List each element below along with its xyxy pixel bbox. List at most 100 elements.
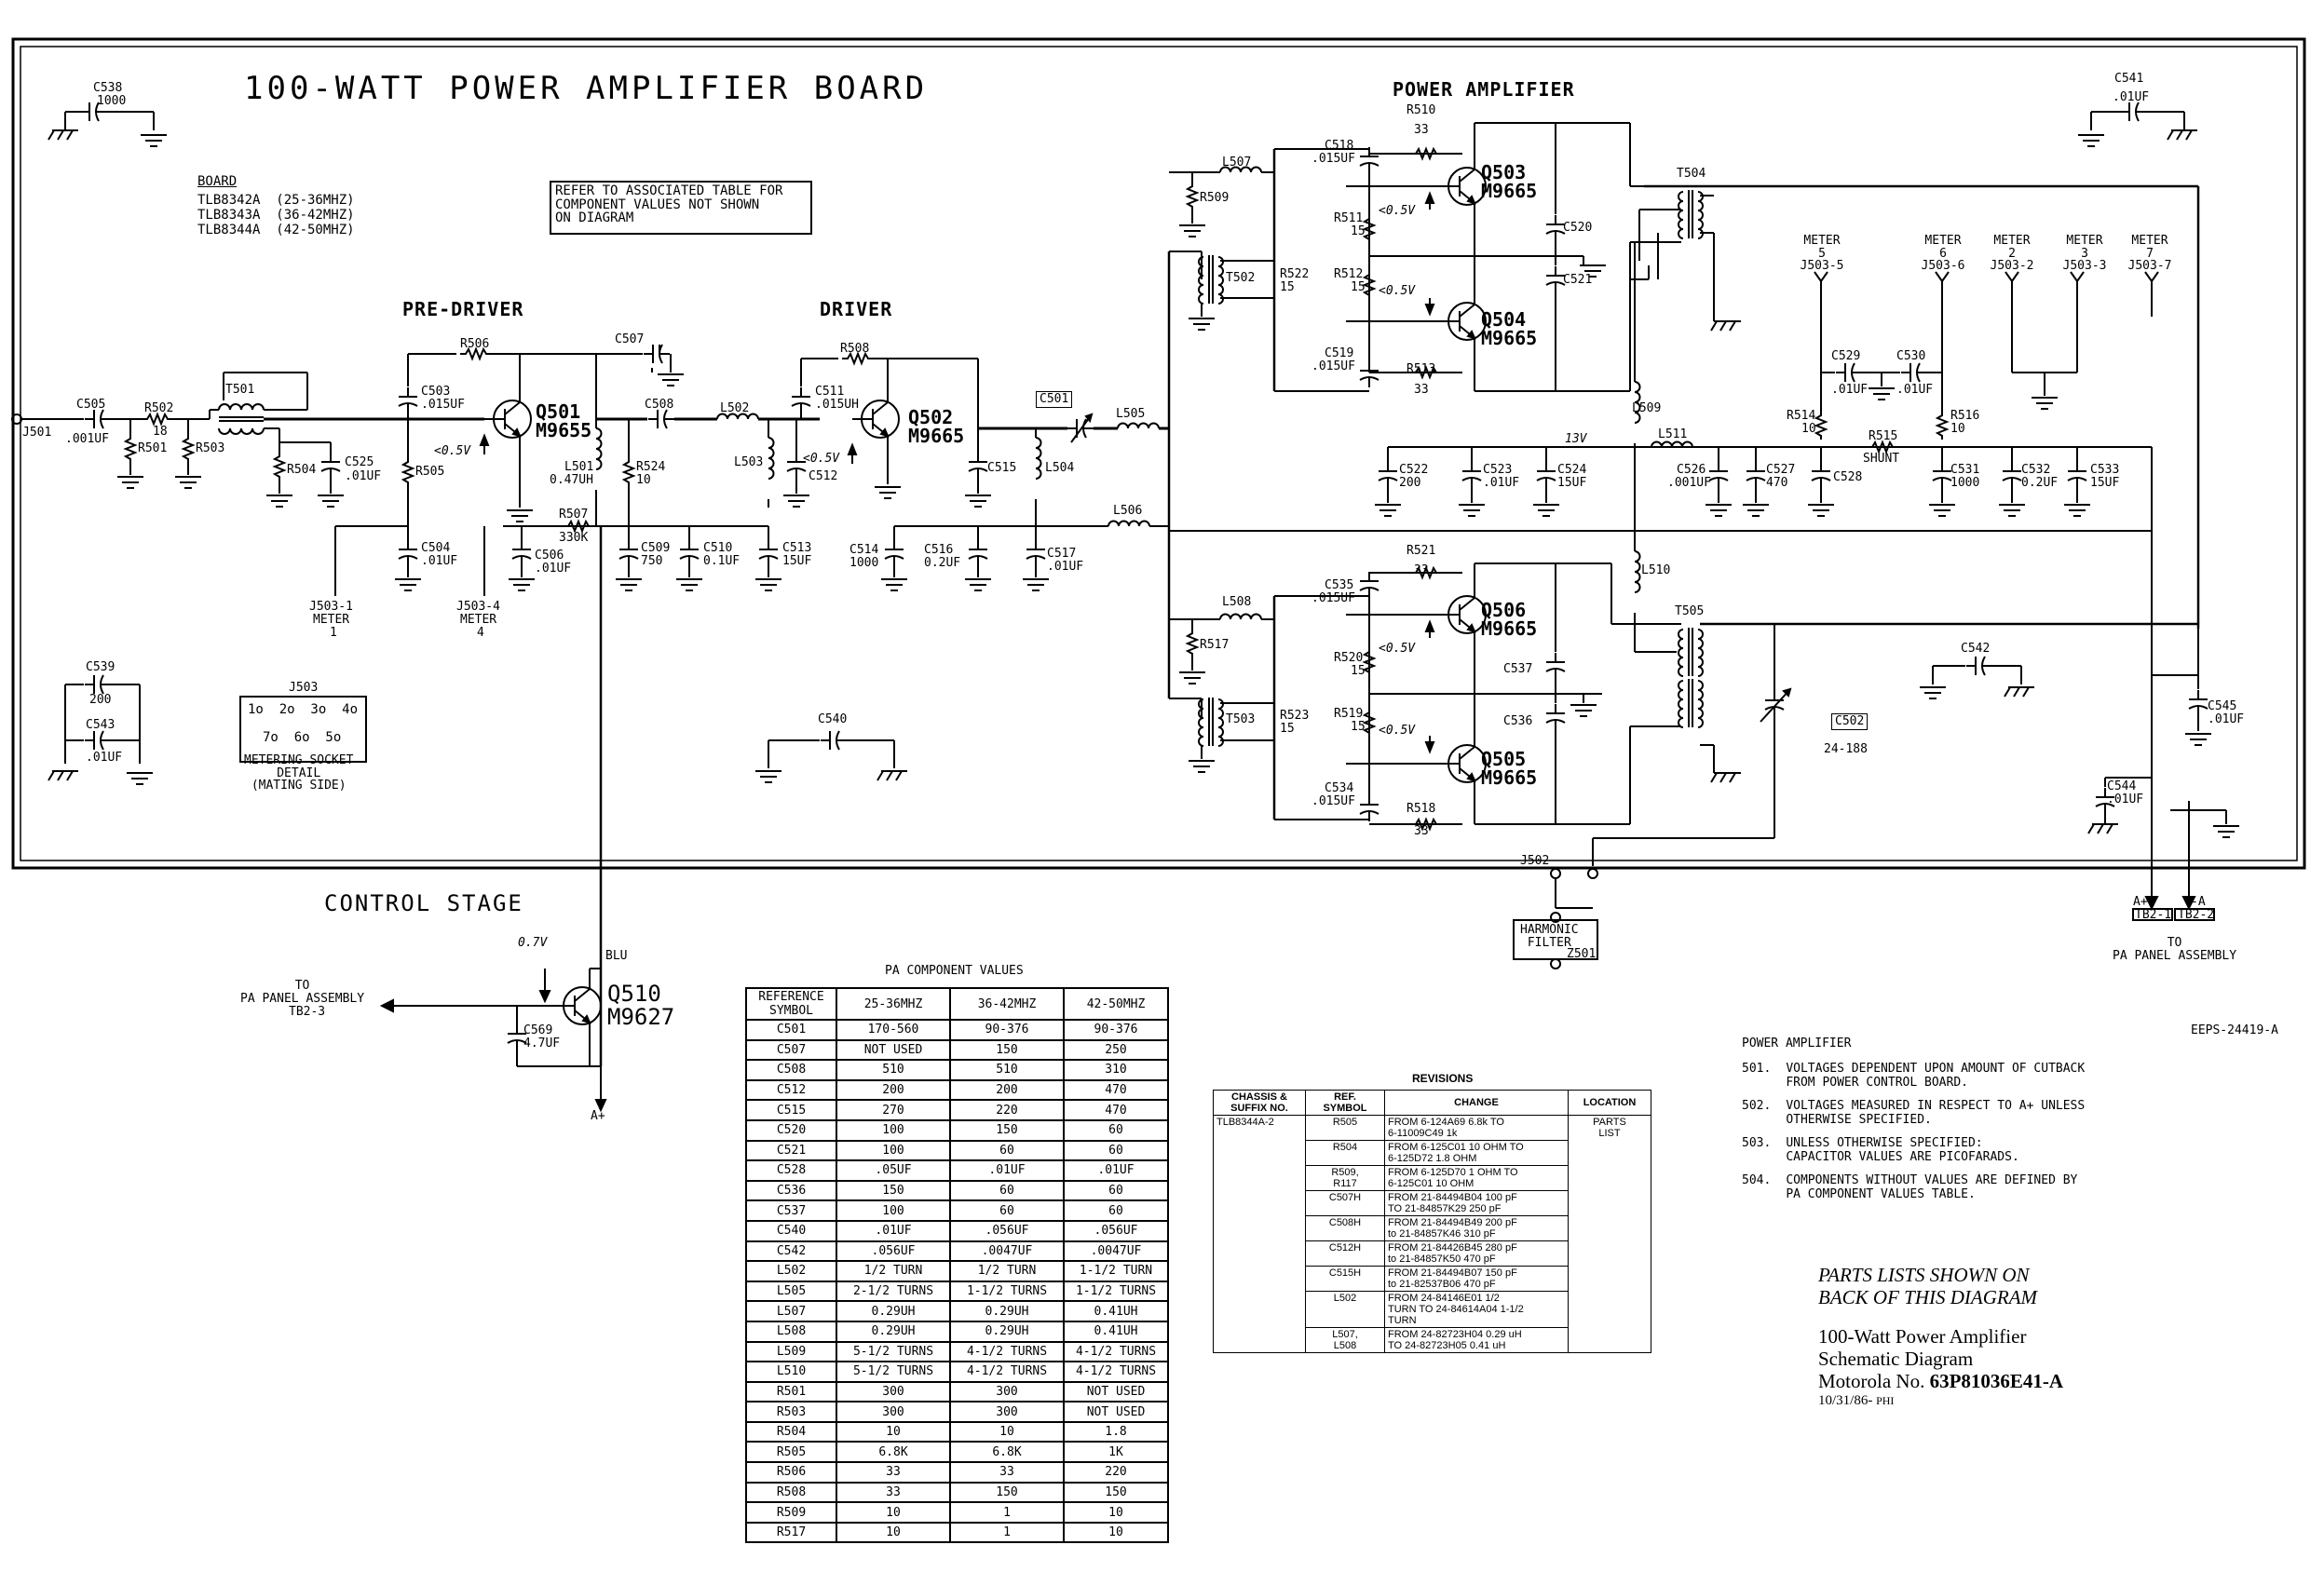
pa-table-row: C540.01UF.056UF.056UF — [745, 1219, 1169, 1242]
label-c504-value: .01UF — [421, 554, 458, 568]
label-c505: C505 — [76, 398, 106, 412]
pa-table-cell: .05UF — [836, 1159, 951, 1182]
pa-table-cell: 150 — [836, 1179, 951, 1202]
motorola-prefix: Motorola No. — [1818, 1370, 1930, 1392]
pa-table-cell: 200 — [836, 1078, 951, 1102]
label-r522-value: 15 — [1280, 280, 1295, 294]
label-c523: C523 — [1483, 463, 1513, 477]
pa-table-cell: C542 — [745, 1240, 837, 1263]
label-c522-value: 200 — [1399, 476, 1421, 490]
label-r513-value: 33 — [1414, 383, 1429, 397]
meter-6-label: METER 6 J503-6 — [1921, 234, 1965, 274]
board-variant: TLB8344A (42-50MHZ) — [197, 223, 355, 237]
pa-table-cell: C521 — [745, 1139, 837, 1162]
pa-table-cell: 90-376 — [949, 1019, 1065, 1041]
pa-table-cell: 4-1/2 TURNS — [949, 1361, 1065, 1383]
revisions-header: LOCATION — [1568, 1090, 1651, 1116]
note-item: 504.COMPONENTS WITHOUT VALUES ARE DEFINE… — [1742, 1173, 2133, 1201]
label-t501: T501 — [225, 383, 255, 397]
label-c533: C533 — [2090, 463, 2120, 477]
label-c503-value: .015UF — [421, 398, 465, 412]
label-c517: C517 — [1047, 547, 1077, 561]
label-r505: R505 — [415, 465, 445, 479]
refer-note-line: ON DIAGRAM — [555, 210, 634, 226]
label-c525-value: .01UF — [345, 469, 382, 483]
label-t505: T505 — [1675, 604, 1705, 618]
label-l501-value: 0.47UH — [550, 473, 593, 487]
label-r518-value: 33 — [1414, 824, 1429, 838]
drawing-number: EEPS-24419-A — [2191, 1023, 2278, 1037]
label-c527-value: 470 — [1766, 476, 1788, 490]
pa-table-cell: 250 — [1063, 1038, 1169, 1062]
board-title: 100-WATT POWER AMPLIFIER BOARD — [244, 70, 929, 107]
label-r516-value: 10 — [1950, 422, 1965, 436]
label-c530-value: .01UF — [1896, 383, 1934, 397]
label-c543: C543 — [86, 718, 116, 732]
label-r515-value: SHUNT — [1863, 452, 1900, 466]
label-r512-value: 15 — [1351, 280, 1366, 294]
label-c535: C535 — [1325, 578, 1354, 592]
q510-type: M9627 — [607, 1004, 675, 1030]
revisions-change: FROM 24-84146E01 1/2 TURN TO 24-84614A04… — [1384, 1291, 1569, 1328]
pa-table-cell: 60 — [1063, 1179, 1169, 1202]
pa-table-cell: 10 — [836, 1420, 951, 1443]
label-c511-value: .015UH — [815, 398, 859, 412]
note-number: 503. — [1742, 1136, 1772, 1150]
label-c531: C531 — [1950, 463, 1980, 477]
pa-table-cell: 10 — [1063, 1501, 1169, 1524]
label-c530: C530 — [1896, 349, 1926, 363]
pa-table-cell: C520 — [745, 1118, 837, 1142]
label-c519-value: .015UF — [1311, 359, 1355, 373]
pa-table-cell: C507 — [745, 1038, 837, 1062]
revisions-ref: R504 — [1305, 1140, 1385, 1166]
revisions-change: FROM 21-84494B04 100 pF TO 21-84857K29 2… — [1384, 1190, 1569, 1216]
label-r519: R519 — [1334, 707, 1364, 721]
pa-table-cell: 90-376 — [1063, 1019, 1169, 1041]
pa-table-cell: 150 — [949, 1481, 1065, 1504]
pa-table-cell: R504 — [745, 1420, 837, 1443]
socket-pins-row1: 1o 2o 3o 4o — [248, 702, 359, 717]
label-c537: C537 — [1503, 662, 1533, 676]
section-driver: DRIVER — [820, 298, 893, 320]
pa-table-cell: R501 — [745, 1380, 837, 1403]
pa-table-cell: L508 — [745, 1320, 837, 1343]
label-c529: C529 — [1831, 349, 1861, 363]
revisions-location: PARTS LIST — [1568, 1115, 1651, 1353]
label-c541-value: .01UF — [2113, 90, 2150, 104]
pa-table-cell: 0.41UH — [1063, 1300, 1169, 1322]
label-l506: L506 — [1113, 504, 1143, 518]
board-heading: BOARD — [197, 174, 238, 189]
note-text: VOLTAGES MEASURED IN RESPECT TO A+ UNLES… — [1786, 1099, 2086, 1127]
label-c516-value: 0.2UF — [924, 556, 961, 570]
label-meter-1-num: 1 — [330, 626, 337, 640]
label-r524-value: 10 — [636, 473, 651, 487]
label-c543-value: .01UF — [86, 751, 123, 765]
label-c526-value: .001UF — [1667, 476, 1711, 490]
pa-table-cell: 200 — [949, 1078, 1065, 1102]
voltage-marker: <0.5V — [1379, 204, 1416, 218]
revisions-change: FROM 21-84494B07 150 pF to 21-82537B06 4… — [1384, 1266, 1569, 1292]
notes-heading: POWER AMPLIFIER — [1742, 1037, 1852, 1050]
pa-table-cell: 1.8 — [1063, 1420, 1169, 1443]
label-c541: C541 — [2114, 72, 2144, 86]
pa-table-cell: 170-560 — [836, 1019, 951, 1041]
label-aplus: A+ — [2133, 895, 2148, 909]
label-c507: C507 — [615, 332, 645, 346]
label-c540: C540 — [818, 712, 848, 726]
section-power-amplifier: POWER AMPLIFIER — [1393, 78, 1575, 101]
revisions-ref: R505 — [1305, 1115, 1385, 1141]
label-tb2-1: TB2-1 — [2135, 908, 2172, 922]
meter-3-label: METER 3 J503-3 — [2062, 234, 2107, 274]
pa-table-cell: 300 — [836, 1401, 951, 1423]
pa-table-cell: 2-1/2 TURNS — [836, 1280, 951, 1303]
label-t502: T502 — [1226, 271, 1256, 285]
label-r521-value: 33 — [1414, 563, 1429, 577]
meter-5-label: METER 5 J503-5 — [1800, 234, 1844, 274]
